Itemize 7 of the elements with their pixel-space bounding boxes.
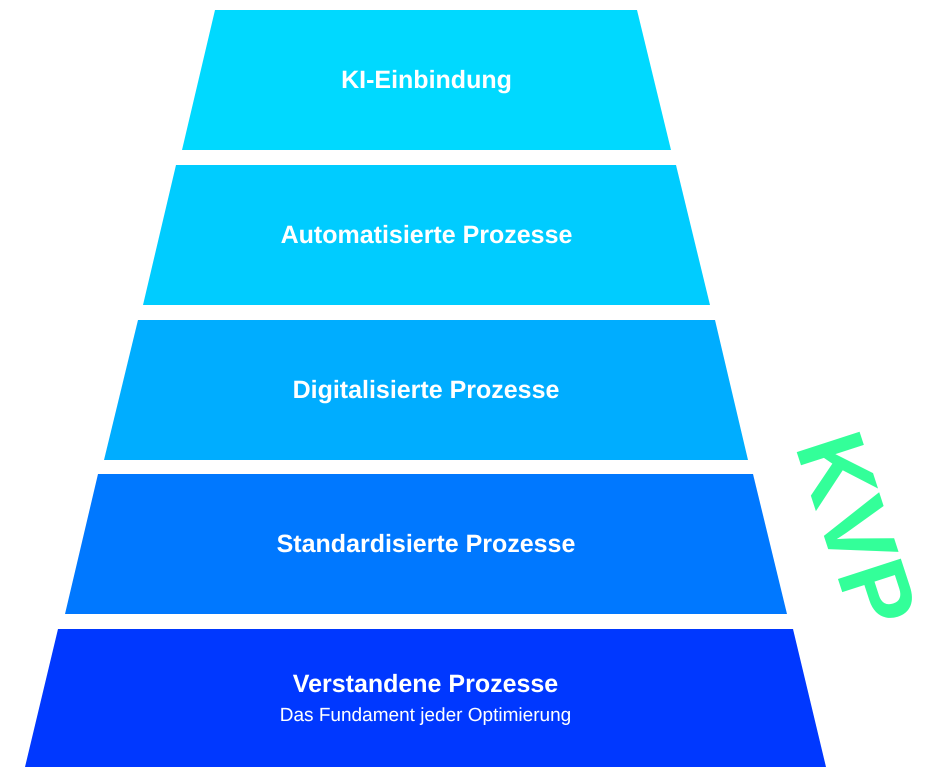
level-title: Standardisierte Prozesse xyxy=(276,530,576,558)
level-subtitle: Das Fundament jeder Optimierung xyxy=(280,704,572,726)
side-label: KVP xyxy=(773,419,925,641)
level-title: Verstandene Prozesse xyxy=(292,670,558,698)
level-title: Automatisierte Prozesse xyxy=(280,220,572,250)
level-title: Digitalisierte Prozesse xyxy=(292,376,560,404)
level-title: KI-Einbindung xyxy=(341,66,512,94)
